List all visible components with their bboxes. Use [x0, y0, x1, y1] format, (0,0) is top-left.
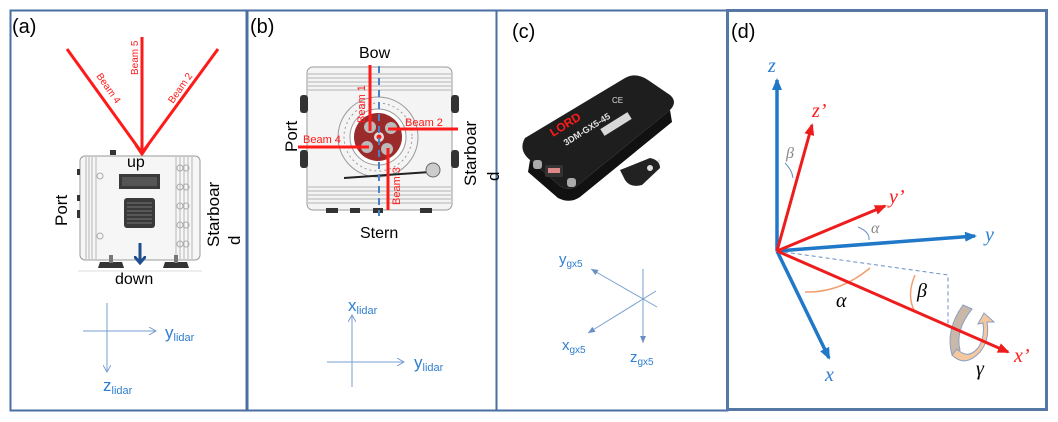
- beam-origin-arrowhead: [134, 144, 150, 157]
- alpha-arc-upper: [857, 226, 870, 241]
- lidar-device-side-view: [77, 150, 202, 272]
- beta-upper-label: β: [785, 145, 794, 162]
- alpha-lower-label: α: [836, 290, 847, 312]
- panel-d-frame: [726, 9, 1048, 411]
- x-prime-axis: [776, 249, 1010, 354]
- x-axis-label: x: [824, 364, 834, 386]
- beam-3-label: Beam 3: [391, 167, 403, 205]
- x-prime-axis-label: x’: [1013, 345, 1030, 367]
- port-label: Port: [52, 195, 71, 226]
- y-axis-label: y: [983, 224, 994, 246]
- z-axis-label: z: [767, 55, 776, 77]
- y-lidar-label: ylidar: [165, 323, 195, 344]
- lidar-axes-b: ylidar xlidar: [327, 296, 444, 387]
- x-gx5-axis: [587, 290, 657, 334]
- z-gx5-label: zgx5: [630, 349, 654, 368]
- beam-4-line: [65, 48, 144, 154]
- port-label-b: Port: [282, 121, 301, 152]
- panel-borders: [9, 9, 1048, 412]
- beam-4-label-b: Beam 4: [303, 134, 341, 146]
- y-prime-axis: [776, 204, 887, 253]
- gamma-rotation-icon: [949, 304, 996, 362]
- beam-2-line: [140, 48, 220, 154]
- projection-dashed-line: [776, 250, 949, 325]
- x-lidar-label-b: xlidar: [348, 296, 378, 317]
- panel-c-label: (c): [512, 21, 535, 43]
- starboard-label-b-line1: Starboar: [461, 120, 480, 186]
- z-prime-axis-label: z’: [811, 100, 827, 122]
- bow-label: Bow: [359, 45, 391, 62]
- beta-arc-lower: [909, 274, 916, 313]
- panel-a-label: (a): [12, 16, 36, 38]
- starboard-label-line2: d: [225, 236, 244, 245]
- lidar-axes-a: ylidar zlidar: [83, 303, 195, 397]
- y-lidar-label-b: ylidar: [414, 353, 444, 374]
- beam-4-label: Beam 4: [94, 71, 123, 106]
- gamma-label: γ: [976, 358, 985, 380]
- z-prime-axis: [775, 123, 815, 252]
- starboard-label-b-line2: d: [484, 172, 503, 181]
- alpha-upper-label: α: [871, 220, 880, 237]
- panel-a: (a) Beam 4 Beam 5 Beam 2: [12, 16, 244, 397]
- panel-b-label: (b): [250, 16, 274, 38]
- z-lidar-label: zlidar: [103, 376, 133, 397]
- x-gx5-label: xgx5: [562, 337, 586, 356]
- beam-2-label-b: Beam 2: [405, 117, 443, 129]
- gx5-axes: ygx5 xgx5 zgx5: [559, 251, 658, 368]
- panel-d: (d) z z’ y’ y x x’ β α α β γ: [731, 21, 1030, 386]
- up-label: up: [127, 154, 145, 171]
- stern-label: Stern: [360, 225, 398, 242]
- beam-1-label: Beam 1: [356, 85, 368, 123]
- starboard-label-line1: Starboar: [204, 181, 223, 247]
- beam-5-label: Beam 5: [130, 40, 141, 75]
- panel-d-label: (d): [731, 21, 755, 43]
- y-gx5-label: ygx5: [559, 251, 583, 270]
- beta-lower-label: β: [916, 280, 927, 302]
- panel-b: (b) Bow Stern Port Starboar d: [250, 16, 503, 387]
- alpha-arc-lower: [804, 267, 871, 293]
- y-axis: [776, 231, 977, 253]
- down-label: down: [115, 271, 153, 288]
- beta-arc-upper: [784, 162, 794, 179]
- imu-device-photo: LORD 3DM-GX5-45 CE: [522, 75, 674, 201]
- y-prime-axis-label: y’: [887, 186, 905, 208]
- x-axis: [775, 250, 831, 360]
- panel-c: (c) LORD 3DM-GX5-45 CE ygx5 xgx5 zgx5: [512, 21, 674, 368]
- y-gx5-axis: [590, 268, 658, 308]
- panel-c-frame: [495, 9, 729, 412]
- ce-mark: CE: [612, 96, 623, 105]
